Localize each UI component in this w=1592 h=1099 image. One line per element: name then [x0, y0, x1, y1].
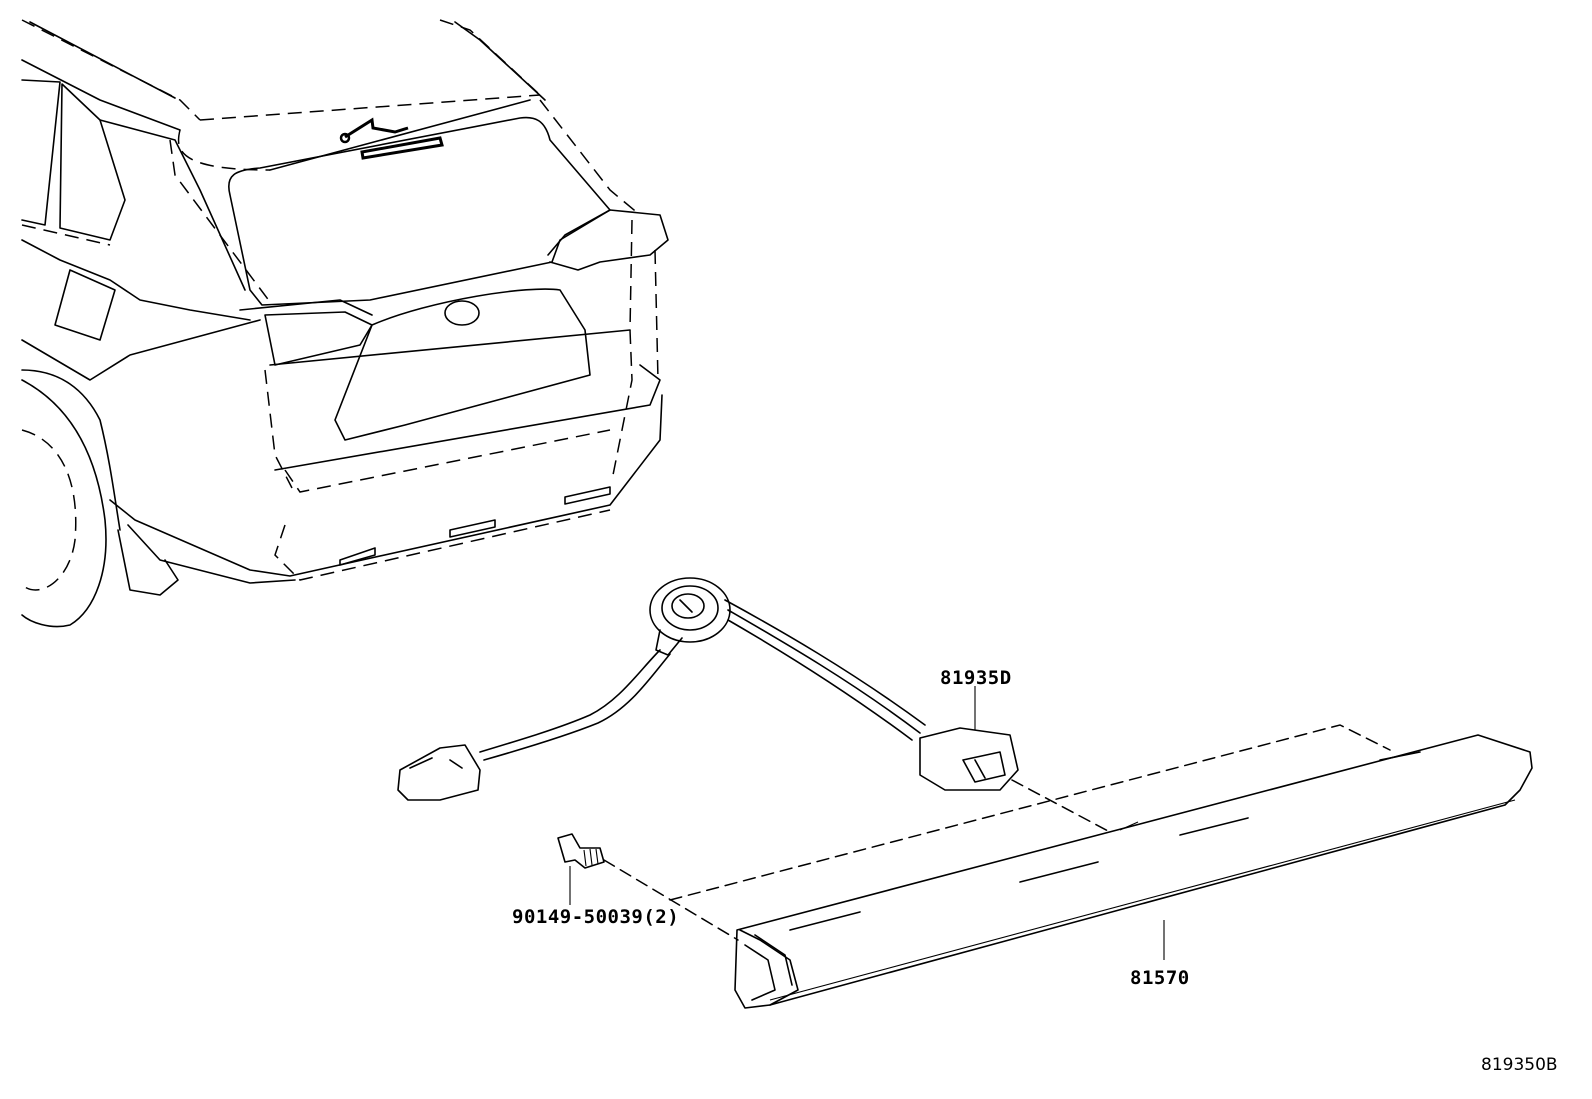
assembly-guide-lines — [603, 724, 1391, 941]
leader-lines — [569, 686, 1165, 960]
stop-lamp-location-highlight — [339, 117, 444, 160]
part-label-81570: 81570 — [1130, 967, 1190, 989]
stop-lamp-assembly-81570 — [734, 734, 1533, 1009]
part-label-81935d: 81935D — [940, 667, 1012, 689]
vehicle-rear-illustration — [21, 19, 669, 628]
wire-harness-81935d — [397, 577, 1019, 801]
figure-id: 819350B — [1481, 1055, 1558, 1075]
bolt-90149-50039 — [557, 833, 605, 869]
part-label-90149-50039: 90149-50039(2) — [512, 906, 679, 928]
